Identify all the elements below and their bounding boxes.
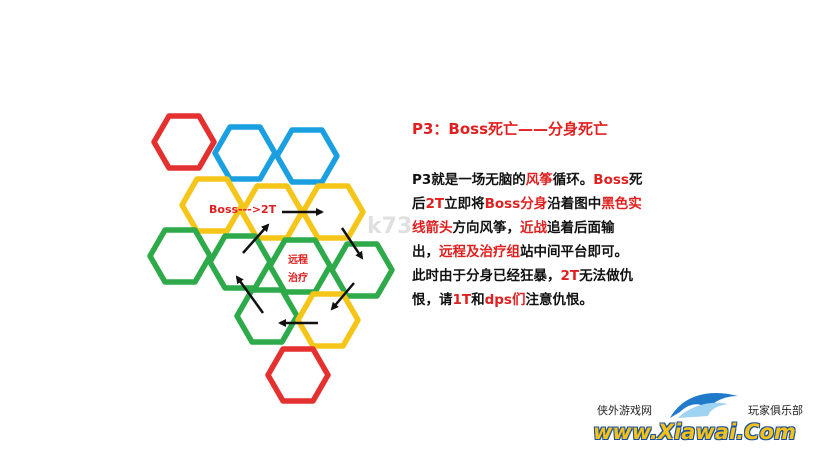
hexagon-r4-1	[234, 287, 300, 345]
arrow-4	[330, 282, 355, 311]
boss-to-2t-label: Boss--->2T	[209, 203, 277, 216]
description-run: 循环。	[552, 172, 594, 188]
description-run: 1T	[452, 292, 472, 308]
description-run: 远程及治疗组	[439, 244, 520, 260]
hexagon-r1-2	[212, 124, 278, 182]
description-run: 后	[412, 196, 426, 212]
description-run: Boss	[593, 172, 629, 188]
description-line-5: 此时由于分身已经狂暴，2T无法做仇	[412, 264, 672, 288]
description-run: 近战	[520, 220, 547, 236]
watermark-k73: k73	[367, 214, 413, 239]
description-run: Boss分身	[484, 196, 548, 212]
description-run: 立即将	[444, 196, 485, 212]
hexagon-r2-1	[179, 176, 245, 234]
description-run: P3就是一场无脑的	[412, 172, 526, 188]
description-run: 追着后面输	[547, 220, 615, 236]
arrow-1	[242, 223, 270, 254]
logo-url: www.Xiawai.Com	[593, 420, 796, 444]
description-run: 黑色实	[601, 196, 642, 212]
page-title: P3：Boss死亡——分身死亡	[412, 120, 609, 138]
description-run: 恨，请	[412, 292, 453, 308]
hexagon-r1-3	[274, 127, 340, 185]
logo-club-name: 玩家俱乐部	[748, 404, 803, 417]
wave-logo-icon	[670, 392, 738, 418]
description-run: 线箭头	[412, 220, 453, 236]
hexagon-r5-1	[265, 346, 331, 404]
description-line-6: 恨，请1T和dps们注意仇恨。	[412, 288, 672, 312]
description-line-4: 出，远程及治疗组站中间平台即可。	[412, 240, 672, 264]
description-run: 风筝	[525, 172, 553, 188]
logo-site-name: 侠外游戏网	[597, 404, 652, 417]
ranged-label: 远程	[288, 253, 308, 266]
description-run: 方向风筝，	[452, 220, 521, 236]
description-run: 无法做仇	[579, 268, 634, 284]
description-run: 站中间平台即可。	[520, 244, 628, 260]
hexagon-r4-2	[295, 291, 361, 349]
hexagon-r3-4	[329, 241, 395, 299]
description-run: 2T	[425, 196, 445, 212]
arrow-6	[235, 275, 265, 314]
description-run: 死	[628, 172, 643, 188]
description-line-2: 后2T立即将Boss分身沿着图中黑色实	[412, 192, 672, 216]
hexagon-r3-1	[147, 227, 213, 285]
description-line-1: P3就是一场无脑的风筝循环。Boss死	[412, 168, 672, 192]
description-run: 沿着图中	[547, 196, 602, 212]
description: P3就是一场无脑的风筝循环。Boss死 后2T立即将Boss分身沿着图中黑色实 …	[412, 168, 672, 312]
description-run: 2T	[560, 268, 580, 284]
arrow-3	[340, 227, 364, 260]
hexagon-r3-3	[267, 237, 333, 295]
description-line-3: 线箭头方向风筝，近战追着后面输	[412, 216, 672, 240]
healer-label: 治疗	[288, 271, 308, 284]
description-run: 注意仇恨。	[525, 292, 593, 308]
description-run: dps们	[484, 292, 526, 308]
hexagon-r1-1	[151, 113, 217, 171]
description-run: 出，	[412, 244, 439, 260]
description-run: 此时由于分身已经狂暴，	[412, 268, 561, 284]
description-run: 和	[471, 292, 485, 308]
